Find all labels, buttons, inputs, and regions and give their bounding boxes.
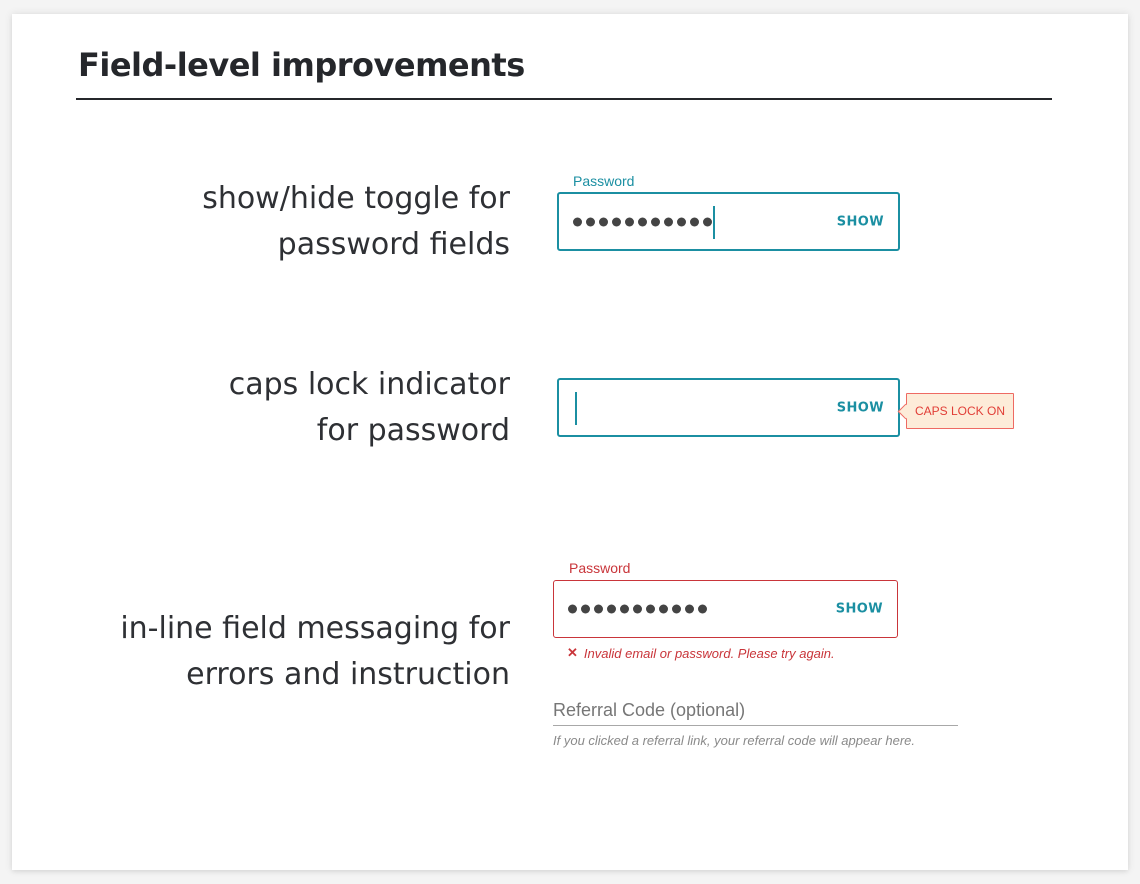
- show-password-toggle[interactable]: SHOW: [836, 400, 884, 415]
- error-message: ✕ Invalid email or password. Please try …: [567, 645, 835, 661]
- password-input-error[interactable]: SHOW: [553, 580, 898, 638]
- description-show-hide: show/hide toggle for password fields: [202, 176, 510, 268]
- description-line: caps lock indicator: [228, 367, 510, 402]
- password-label: Password: [573, 173, 635, 189]
- referral-code-input[interactable]: Referral Code (optional): [553, 696, 958, 726]
- referral-field: Referral Code (optional) If you clicked …: [553, 696, 958, 748]
- x-icon: ✕: [567, 645, 578, 660]
- show-password-toggle[interactable]: SHOW: [835, 601, 883, 617]
- slide-card: [12, 14, 1128, 870]
- description-line: show/hide toggle for: [202, 181, 510, 216]
- referral-help-text: If you clicked a referral link, your ref…: [553, 733, 915, 748]
- text-caret: [713, 206, 715, 239]
- description-line: in-line field messaging for: [120, 611, 510, 646]
- referral-placeholder: Referral Code (optional): [553, 700, 746, 720]
- password-input-caps-lock[interactable]: SHOW: [557, 378, 900, 437]
- masked-password: [573, 217, 712, 226]
- caps-lock-indicator: CAPS LOCK ON: [906, 393, 1015, 429]
- error-message-text: Invalid email or password. Please try ag…: [583, 645, 835, 661]
- show-password-toggle[interactable]: SHOW: [836, 214, 884, 229]
- description-line: password fields: [277, 227, 510, 262]
- title-divider: [76, 98, 1052, 100]
- masked-password: [568, 604, 707, 614]
- description-line: for password: [316, 413, 510, 448]
- description-inline-messaging: in-line field messaging for errors and i…: [120, 606, 510, 698]
- description-caps-lock: caps lock indicator for password: [229, 362, 510, 454]
- password-input-show-hide[interactable]: SHOW: [557, 192, 900, 251]
- password-label-error: Password: [569, 560, 631, 576]
- page-title: Field-level improvements: [78, 46, 525, 84]
- description-line: errors and instruction: [186, 657, 510, 692]
- text-caret: [575, 392, 577, 425]
